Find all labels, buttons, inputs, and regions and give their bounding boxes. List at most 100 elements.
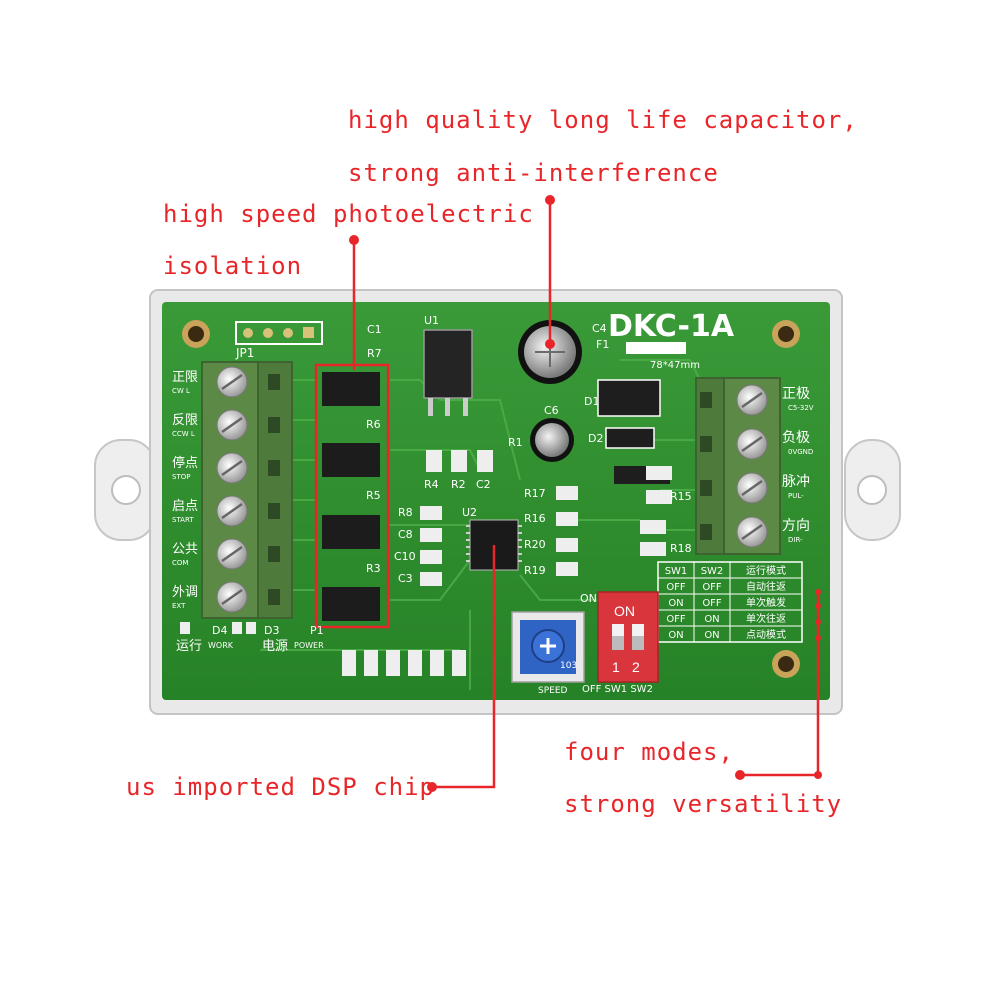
mode-table-cell: 单次触发 — [746, 596, 786, 609]
left-terminal-cn: 正限 — [172, 370, 198, 385]
right-terminal[interactable]: 负极 0VGND — [700, 428, 813, 460]
left-terminal[interactable]: 外调 EXT — [172, 581, 280, 613]
right-terminal-en: C5-32V — [788, 404, 814, 412]
mode-table-header: SW1 — [665, 566, 688, 577]
right-terminal[interactable]: 方向 DIR- — [700, 516, 810, 548]
callout-modes-line1: four modes, — [564, 738, 734, 766]
r4-label: R4 — [424, 478, 439, 491]
right-terminal-cn: 脉冲 — [782, 474, 810, 490]
c4-label: C4 — [592, 322, 607, 335]
optocoupler-3 — [322, 515, 380, 549]
mode-table-cell: OFF — [702, 598, 722, 609]
board-size-label: 78*47mm — [650, 360, 700, 371]
left-terminal[interactable]: 正限 CW L — [172, 366, 280, 398]
optocoupler-4 — [322, 587, 380, 621]
left-terminal-cn: 启点 — [172, 499, 198, 514]
f1-label: F1 — [596, 338, 609, 351]
left-terminal[interactable]: 停点 STOP — [172, 452, 280, 484]
right-terminal-en: DIR- — [788, 536, 803, 544]
left-terminal-cn: 反限 — [172, 413, 198, 428]
left-terminal-en: STOP — [172, 473, 190, 481]
d3-label: D3 — [264, 624, 279, 637]
mode-table-cell: OFF — [702, 582, 722, 593]
r19-label: R19 — [524, 564, 546, 577]
r5-label: R5 — [366, 489, 381, 502]
r16-label: R16 — [524, 512, 546, 525]
electrolytic-capacitor-large — [518, 320, 582, 384]
c8-label: C8 — [398, 528, 413, 541]
left-mount-hole — [111, 475, 141, 505]
mode-table-cell: OFF — [666, 582, 686, 593]
optocoupler-group: C1 R7 R6 R5 R3 — [314, 323, 390, 629]
pcb-traces — [260, 359, 701, 690]
status-leds: D4 D3 运行 WORK 电源 POWER P1 — [176, 622, 324, 654]
mode-table-cell: 点动模式 — [746, 628, 786, 641]
electrolytic-capacitor-c6: C6 — [530, 404, 574, 462]
left-terminal-en: CW L — [172, 387, 190, 395]
c1-label: C1 — [367, 323, 382, 336]
mode-table-cell: ON — [668, 598, 683, 609]
dip-2-label: 2 — [632, 659, 640, 675]
left-terminal-en: COM — [172, 559, 188, 567]
callout-dots — [349, 195, 822, 792]
right-terminal-en: 0VGND — [788, 448, 813, 456]
d2-diode — [605, 427, 655, 449]
power-label: 电源 — [262, 639, 288, 654]
mode-table-cell: ON — [668, 630, 683, 641]
dip-1-label: 1 — [612, 659, 620, 675]
r20-label: R20 — [524, 538, 546, 551]
callout-dsp: us imported DSP chip — [126, 773, 435, 801]
left-terminal[interactable]: 公共 COM — [172, 538, 280, 570]
pot-code: 103 — [560, 661, 577, 671]
r3-label: R3 — [366, 562, 381, 575]
callout-capacitor-line2: strong anti-interference — [348, 159, 719, 187]
left-terminal-en: EXT — [172, 602, 186, 610]
on-label: ON — [580, 592, 597, 605]
speed-label: SPEED — [538, 686, 568, 696]
dip-switch-body — [597, 591, 659, 683]
sw-labels: OFF SW1 SW2 — [582, 684, 653, 695]
left-terminal-cn: 外调 — [172, 585, 198, 600]
r17-label: R17 — [524, 487, 546, 500]
d4-label: D4 — [212, 624, 227, 637]
right-terminal-cn: 方向 — [782, 518, 810, 534]
r15-label: R15 — [670, 490, 692, 503]
right-terminal-cn: 负极 — [782, 430, 810, 446]
jp1-header: JP1 — [235, 321, 323, 360]
c2-label: C2 — [476, 478, 491, 491]
left-terminal-cn: 公共 — [172, 542, 198, 557]
mode-table-cell: 自动往返 — [746, 580, 786, 593]
left-terminal-cn: 停点 — [172, 455, 198, 471]
d1-diode — [597, 379, 661, 417]
d2-label: D2 — [588, 432, 603, 445]
callout-isolation-line1: high speed photoelectric — [163, 200, 534, 228]
dip-switch[interactable]: ON ON 1 2 OFF SW1 SW2 — [580, 591, 659, 695]
callout-leaders — [352, 200, 820, 789]
pcb-mount-holes — [182, 320, 800, 678]
speed-potentiometer[interactable]: 103 SPEED — [511, 611, 585, 696]
power-en-label: POWER — [294, 641, 324, 650]
board-logo-strip — [626, 342, 686, 354]
p1-label: P1 — [310, 624, 324, 637]
callout-isolation-line2: isolation — [163, 252, 303, 280]
right-terminal[interactable]: 脉冲 PUL- — [700, 472, 810, 504]
work-label: WORK — [208, 641, 234, 650]
mode-table-cell: 单次往返 — [746, 612, 786, 625]
optocoupler-2 — [322, 443, 380, 477]
smd-resistors — [342, 450, 672, 676]
right-mount-hole — [857, 475, 887, 505]
r1-label: R1 — [508, 436, 523, 449]
callout-capacitor-line1: high quality long life capacitor, — [348, 106, 858, 134]
run-label: 运行 — [176, 639, 202, 654]
mode-table-cell: OFF — [666, 614, 686, 625]
right-terminal-en: PUL- — [788, 492, 804, 500]
optocoupler-1 — [322, 372, 380, 406]
u2-label: U2 — [462, 506, 477, 519]
callout-modes-line2: strong versatility — [564, 790, 843, 818]
